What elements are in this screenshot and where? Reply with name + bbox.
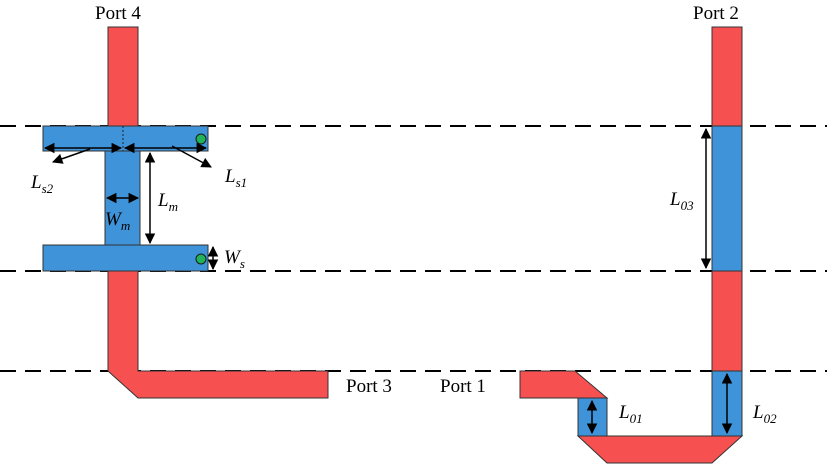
wm-label: Wm <box>105 209 130 233</box>
port2-label: Port 2 <box>693 3 739 24</box>
port3-label: Port 3 <box>346 376 392 397</box>
left-line <box>42 26 329 399</box>
ls1-leader <box>171 145 212 168</box>
l03-label: L03 <box>669 189 694 213</box>
lm-label: Lm <box>157 190 178 214</box>
port2-feed-line <box>711 26 743 128</box>
dimension-arrows <box>43 127 733 435</box>
dimension-labels: Ls2 Ls1 Lm Wm Ws L03 L01 L02 <box>30 166 777 426</box>
bottom-connector <box>576 435 744 464</box>
port-labels: Port 4 Port 2 Port 3 Port 1 <box>95 3 739 397</box>
port1-label: Port 1 <box>440 376 486 397</box>
ls2-leader <box>52 148 91 164</box>
ws-label: Ws <box>224 247 245 271</box>
l03-section <box>711 125 743 272</box>
l02-label: L02 <box>752 402 777 426</box>
lower-stub <box>42 244 209 272</box>
ls1-label: Ls1 <box>224 166 247 190</box>
port4-feed-line <box>107 26 139 128</box>
port4-label: Port 4 <box>95 3 141 24</box>
right-line <box>519 26 744 464</box>
via-lower <box>195 253 207 265</box>
right-mid-line <box>711 270 743 372</box>
l01-label: L01 <box>618 402 643 426</box>
via-upper <box>195 133 207 145</box>
port1-feed-line <box>519 370 609 399</box>
ls2-label: Ls2 <box>30 172 54 196</box>
port3-feed-line <box>107 270 329 399</box>
